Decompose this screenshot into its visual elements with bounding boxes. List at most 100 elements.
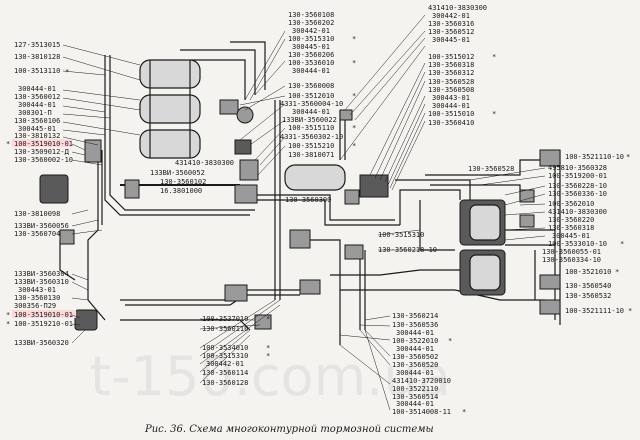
label-300444-01-g: 300444-01 <box>396 400 434 408</box>
left-brake-chamber <box>74 309 98 331</box>
label-100-3519010-01: 100-3519010-01 <box>14 140 73 148</box>
label-100-3515010: 100-3515010 <box>428 110 474 118</box>
dryer <box>124 179 140 199</box>
label-130-3810132: 130-3810132 <box>14 132 60 140</box>
label-431410-3830300-b: 431410-3830300 <box>428 4 487 12</box>
label-100-3533010-10: 100-3533010-10 <box>548 240 607 248</box>
star-marker: * <box>352 35 356 43</box>
label-300445-01: 300445-01 <box>292 43 330 51</box>
label-300445-01-b: 300445-01 <box>432 36 470 44</box>
figure-caption: Рис. 36. Схема многоконтурной тормозной … <box>144 424 434 435</box>
relay-valve-2 <box>344 244 364 260</box>
label-133vi-3560052: 133ВИ-3560052 <box>150 169 205 177</box>
air-tank-middle <box>284 164 346 191</box>
label-130-3560318: 130-3560318 <box>428 61 474 69</box>
star-marker: * <box>6 311 10 319</box>
label-100-3519200-01: 100-3519200-01 <box>548 172 607 180</box>
watermark: t-150.com.ua <box>90 345 451 408</box>
label-300444-01: 300444-01 <box>18 85 56 93</box>
air-tank-3 <box>139 129 201 159</box>
part-number-labels: 127-3513015 130-3810128 100-3513110 * 30… <box>6 4 632 416</box>
label-130-3560128: 130-3560128 <box>202 379 248 387</box>
star-marker: * <box>626 153 630 161</box>
valve-block <box>359 174 389 198</box>
label-100-3521010: 100-3521010 <box>565 268 611 276</box>
label-130-3560336-10: 130-3560336-10 <box>548 190 607 198</box>
label-130-3560514: 130-3560514 <box>392 393 438 401</box>
valve-lower-2 <box>254 314 272 330</box>
label-100-3522010: 100-3522010 <box>392 337 438 345</box>
star-marker: * <box>620 240 624 248</box>
label-300444-01-e: 300444-01 <box>396 345 434 353</box>
label-130-3560520: 130-3560520 <box>392 361 438 369</box>
star-marker: * <box>615 268 619 276</box>
valve-small <box>344 189 360 205</box>
label-300442-01-b: 300442-01 <box>432 12 470 20</box>
label-100-3515310: 100-3515310 <box>288 35 334 43</box>
label-300445-01: 300445-01 <box>18 125 56 133</box>
label-130-3560108: 130-3560108 <box>288 11 334 19</box>
label-130-3560055-01: 130-3560055-01 <box>542 248 601 256</box>
label-300444-01-f: 300444-01 <box>396 369 434 377</box>
protection-valve <box>219 99 239 115</box>
label-300442-01-c: 300442-01 <box>206 360 244 368</box>
label-130-3509012-d: 130-3509012-Д <box>14 148 70 156</box>
label-127-3513015: 127-3513015 <box>14 41 60 49</box>
valve-dark <box>234 139 252 155</box>
label-300443-01-b: 300443-01 <box>18 286 56 294</box>
label-130-3560300: 130-3560300 <box>285 196 331 204</box>
label-300444-01-b: 300444-01 <box>18 101 56 109</box>
label-300301-p: 300301-П <box>18 109 52 117</box>
label-130-3560002-10: 130-3560002-10 <box>14 156 73 164</box>
label-130-3560318-b: 130-3560318 <box>548 224 594 232</box>
label-130-3810098: 130-3810098 <box>14 210 60 218</box>
valve-lower-3 <box>299 279 321 295</box>
label-300442-01: 300442-01 <box>292 27 330 35</box>
label-300443-01: 300443-01 <box>432 94 470 102</box>
label-100-3512010: 100-3512010 <box>288 92 334 100</box>
air-tank-1 <box>139 59 201 89</box>
label-130-3560704: 130-3560704 <box>14 230 60 238</box>
star-marker: * <box>266 315 270 323</box>
left-valve <box>59 229 75 245</box>
label-100-3536010: 100-3536010 <box>288 59 334 67</box>
coupling-head-3 <box>539 299 561 315</box>
star-marker: * <box>352 142 356 150</box>
label-100-3519210-01: 100-3519210-01 <box>14 320 73 328</box>
label-16-3801000: 16.3801000 <box>160 187 202 195</box>
star-marker: * <box>628 307 632 315</box>
label-300445-01-c: 300445-01 <box>552 232 590 240</box>
star-marker: * <box>6 320 10 328</box>
air-tank-2 <box>139 94 201 124</box>
star-marker: * <box>492 110 496 118</box>
label-130-3560312: 130-3560312 <box>428 69 474 77</box>
components <box>39 59 561 331</box>
label-130-3560228-10: 130-3560228-10 <box>548 182 607 190</box>
compressor <box>39 174 69 204</box>
label-100-3562010: 100-3562010 <box>548 200 594 208</box>
label-130-3560206: 130-3560206 <box>288 51 334 59</box>
label-130-3560528: 130-3560528 <box>428 78 474 86</box>
label-100-3537010: 100-3537010 <box>202 315 248 323</box>
valve-right-2 <box>519 214 535 228</box>
label-130-3560512: 130-3560512 <box>428 28 474 36</box>
label-130-3560316: 130-3560316 <box>428 20 474 28</box>
label-300356-p29: 300356-П29 <box>14 302 56 310</box>
label-300444-01-c: 300444-01 <box>432 102 470 110</box>
label-133vi-3560320: 133ВИ-3560320 <box>14 339 69 347</box>
label-100-3522110: 100-3522110 <box>392 385 438 393</box>
label-100-3521111-10: 100-3521111-10 <box>565 307 624 315</box>
label-130-3560218-10: 130-3560218-10 <box>378 246 437 254</box>
coupling-head-1 <box>539 149 561 167</box>
label-100-3515310-c: 100-3515310 <box>202 352 248 360</box>
label-130-3560220: 130-3560220 <box>548 216 594 224</box>
star-marker: * <box>352 92 356 100</box>
star-marker: * <box>492 53 496 61</box>
label-100-3519010-01-b: 100-3519010-01 <box>14 311 73 319</box>
label-130-3560536: 130-3560536 <box>392 321 438 329</box>
label-130-3560114: 130-3560114 <box>202 369 248 377</box>
label-100-3515210: 100-3515210 <box>288 142 334 150</box>
label-130-3560116: 130-3560116 <box>202 325 248 333</box>
